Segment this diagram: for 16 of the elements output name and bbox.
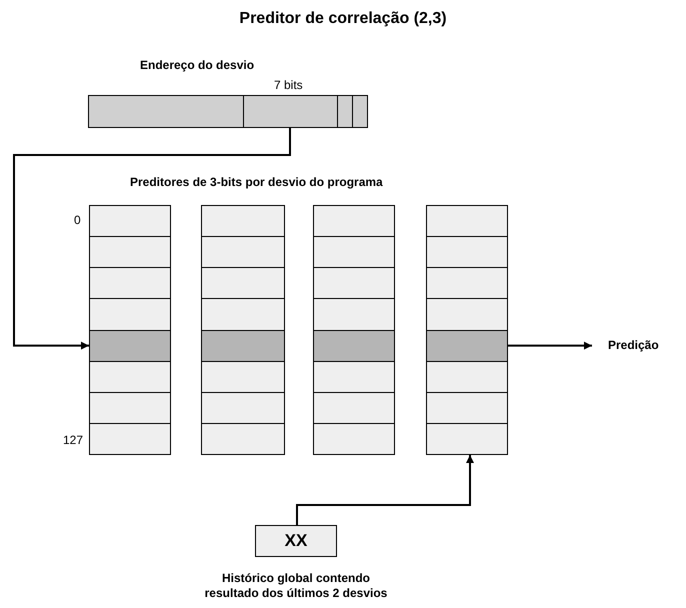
- diagram-title: Preditor de correlação (2,3): [238, 10, 448, 28]
- arrow: [508, 342, 592, 350]
- table-heading: Preditores de 3-bits por desvio do programa: [130, 175, 383, 189]
- field-width-label: 7 bits: [274, 78, 303, 92]
- index-label: 127: [63, 433, 84, 447]
- arrow: [296, 455, 474, 525]
- predictor-table: [313, 205, 395, 455]
- output-label: Predição: [608, 338, 659, 352]
- predictor-table: [89, 205, 171, 455]
- index-label: 0: [74, 213, 81, 227]
- predictor-table: [201, 205, 285, 455]
- arrow: [13, 128, 291, 350]
- predictor-table: [426, 205, 508, 455]
- history-register: XX: [255, 525, 337, 557]
- history-caption: Histórico global contendo resultado dos últimos 2 desvios: [204, 571, 388, 601]
- register-heading: Endereço do desvio: [140, 58, 254, 72]
